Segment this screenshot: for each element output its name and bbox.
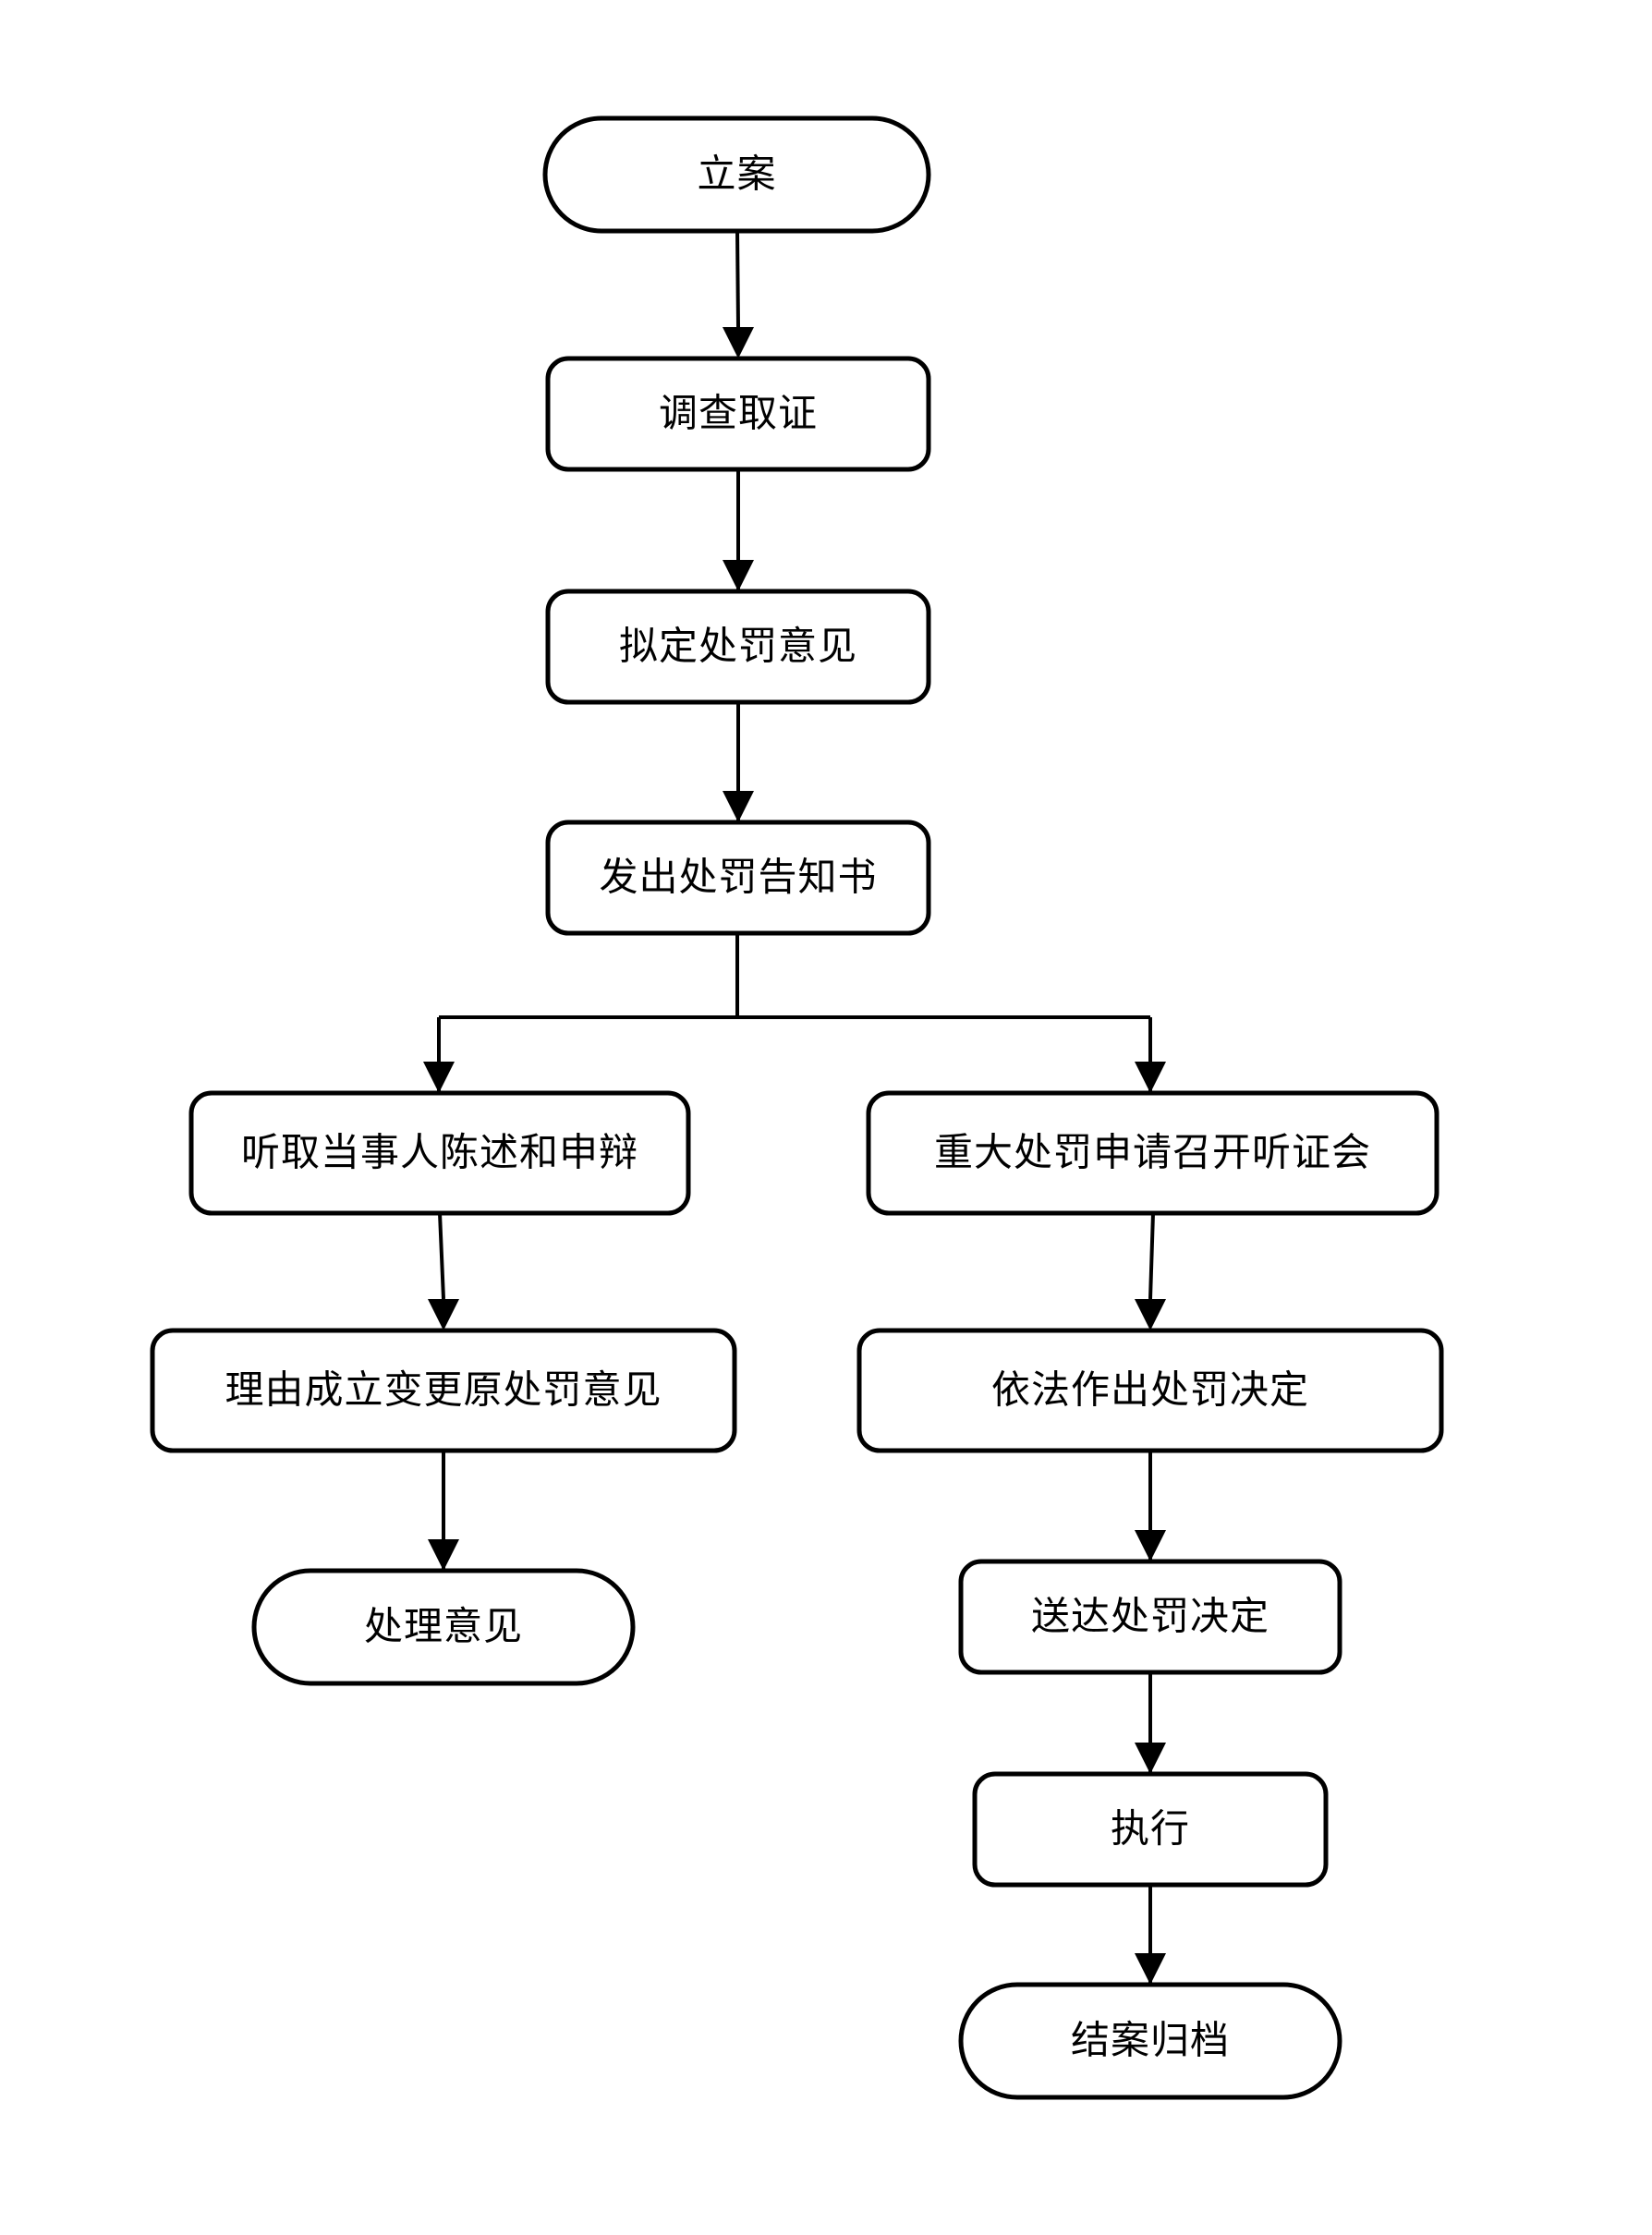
flow-node-n1[interactable]: 立案 — [542, 115, 931, 234]
arrow-head-e10 — [1135, 1743, 1166, 1774]
node-label-n11: 执行 — [1111, 1806, 1190, 1852]
node-label-n8: 依法作出处罚决定 — [991, 1367, 1309, 1413]
flow-node-n2[interactable]: 调查取证 — [545, 356, 931, 472]
flow-node-n5[interactable]: 听取当事人陈述和申辩 — [188, 1090, 691, 1216]
edges-layer — [423, 230, 1166, 1985]
node-shape-n1 — [542, 115, 931, 234]
node-label-n4: 发出处罚告知书 — [599, 855, 877, 900]
flow-edge-e7 — [1135, 1212, 1166, 1330]
node-label-n7: 理由成立变更原处罚意见 — [225, 1367, 662, 1413]
node-shape-n10 — [958, 1559, 1342, 1675]
arrow-head-e9 — [1135, 1530, 1166, 1561]
node-shape-n8 — [856, 1328, 1444, 1453]
flow-node-n10[interactable]: 送达处罚决定 — [958, 1559, 1342, 1675]
node-label-n2: 调查取证 — [659, 391, 818, 436]
arrow-head-e4 — [423, 1062, 455, 1093]
node-shape-n11 — [972, 1771, 1329, 1888]
flow-edge-e10 — [1135, 1672, 1166, 1774]
node-label-n6: 重大处罚申请召开听证会 — [934, 1130, 1371, 1175]
arrow-head-e6 — [428, 1299, 459, 1330]
node-label-n3: 拟定处罚意见 — [619, 624, 857, 669]
arrow-head-e8 — [428, 1539, 459, 1571]
arrow-head-e7 — [1135, 1299, 1166, 1330]
node-shape-n3 — [545, 589, 931, 705]
node-label-n10: 送达处罚决定 — [1031, 1594, 1269, 1639]
node-label-n5: 听取当事人陈述和申辩 — [241, 1130, 638, 1175]
flow-node-n7[interactable]: 理由成立变更原处罚意见 — [150, 1328, 737, 1453]
flow-edge-e9 — [1135, 1451, 1166, 1561]
arrow-head-e2 — [723, 560, 754, 591]
flow-edge-e3 — [723, 702, 754, 822]
node-shape-n12 — [958, 1982, 1342, 2100]
flow-node-n6[interactable]: 重大处罚申请召开听证会 — [866, 1090, 1439, 1216]
flow-edge-e4 — [423, 933, 1150, 1093]
flow-node-n11[interactable]: 执行 — [972, 1771, 1329, 1888]
flow-edge-e8 — [428, 1451, 459, 1571]
node-label-n12: 结案归档 — [1071, 2018, 1230, 2063]
edge-stem-e6 — [438, 1212, 445, 1300]
arrow-head-e11 — [1135, 1953, 1166, 1985]
edge-split-bar — [439, 933, 1150, 1019]
flow-node-n4[interactable]: 发出处罚告知书 — [545, 820, 931, 936]
flow-node-n3[interactable]: 拟定处罚意见 — [545, 589, 931, 705]
edge-stem-e7 — [1148, 1212, 1155, 1300]
flow-node-n9[interactable]: 处理意见 — [251, 1568, 636, 1686]
flow-edge-e5 — [1135, 1017, 1166, 1093]
flow-edge-e11 — [1135, 1885, 1166, 1985]
node-label-n1: 立案 — [697, 152, 776, 197]
node-shape-n5 — [188, 1090, 691, 1216]
node-shape-n9 — [251, 1568, 636, 1686]
arrow-head-e3 — [723, 791, 754, 822]
node-label-n9: 处理意见 — [364, 1604, 523, 1649]
node-shape-n7 — [150, 1328, 737, 1453]
arrow-head-e1 — [723, 327, 754, 358]
flow-node-n12[interactable]: 结案归档 — [958, 1982, 1342, 2100]
node-shape-n6 — [866, 1090, 1439, 1216]
flow-node-n8[interactable]: 依法作出处罚决定 — [856, 1328, 1444, 1453]
node-shape-n2 — [545, 356, 931, 472]
arrow-head-e5 — [1135, 1062, 1166, 1093]
flow-edge-e2 — [723, 469, 754, 591]
flow-edge-e6 — [428, 1212, 459, 1330]
node-shape-n4 — [545, 820, 931, 936]
edge-stem-e1 — [735, 230, 740, 328]
flow-edge-e1 — [723, 230, 754, 358]
